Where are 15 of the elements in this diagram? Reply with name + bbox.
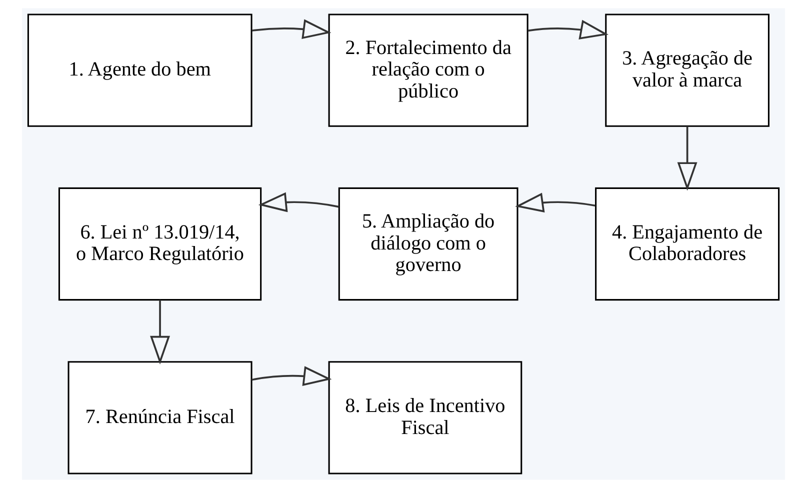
arrow — [251, 366, 332, 386]
arrow — [251, 19, 331, 40]
node-box: 7. Renúncia Fiscal — [67, 361, 252, 474]
node-box: 2. Fortalecimento da relação com o público — [328, 14, 528, 127]
arrow — [514, 192, 595, 213]
arrow — [258, 192, 339, 212]
arrow — [676, 126, 697, 191]
node-box: 6. Lei nº 13.019/14, o Marco Regulatório — [58, 187, 262, 301]
arrow — [527, 20, 608, 40]
node-box: 4. Engajamento de Colaboradores — [594, 187, 780, 301]
node-box: 8. Leis de Incentivo Fiscal — [328, 361, 522, 474]
node-box: 1. Agente do bem — [26, 14, 252, 127]
node-box: 3. Agregação de valor à marca — [604, 14, 769, 127]
arrow — [150, 300, 170, 364]
node-box: 5. Ampliação do diálogo com o governo — [338, 187, 518, 301]
